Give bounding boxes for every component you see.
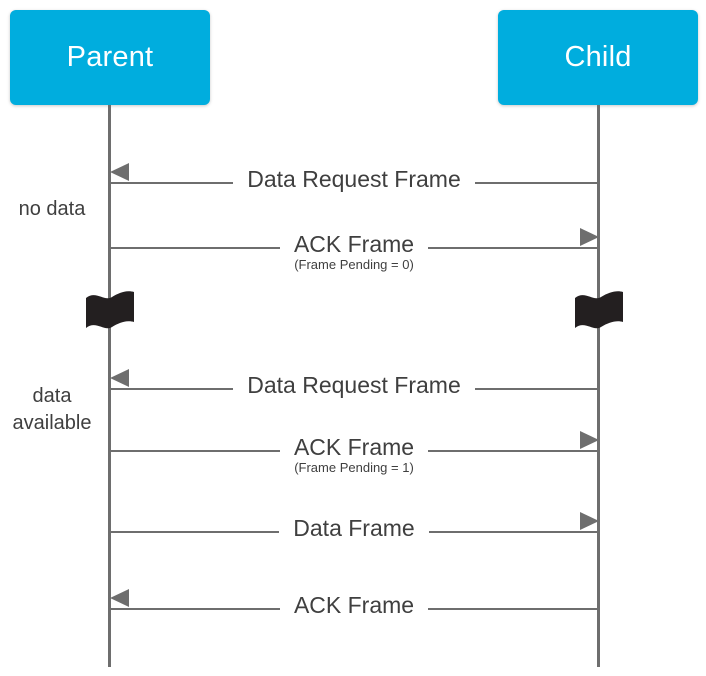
message-title: ACK Frame: [293, 434, 415, 460]
side-note-data-available: data available: [12, 385, 92, 434]
message-caption: ACK Frame (Frame Pending = 1): [280, 434, 428, 475]
message-line-right: [428, 530, 600, 533]
message-line-right: [428, 607, 601, 610]
lifeline-parent: [108, 105, 111, 667]
arrowhead-left-icon: [110, 163, 129, 181]
participant-label-parent: Parent: [66, 41, 154, 73]
participant-box-parent: Parent: [10, 10, 210, 105]
arrowhead-right-icon: [580, 431, 599, 449]
message-line-left: [108, 449, 280, 452]
message-line-left: [108, 607, 280, 610]
participant-label-child: Child: [564, 41, 632, 73]
message-line-right: [428, 449, 601, 452]
message-subtitle: (Frame Pending = 0): [294, 257, 414, 272]
flag-break-icon-parent: [84, 289, 136, 335]
message-caption: Data Request Frame: [233, 166, 474, 194]
message-caption: Data Request Frame: [233, 372, 474, 400]
arrowhead-right-icon: [580, 228, 599, 246]
message-title: Data Request Frame: [247, 166, 461, 192]
message-title: ACK Frame: [293, 592, 415, 618]
arrowhead-right-icon: [580, 512, 599, 530]
message-caption: Data Frame: [279, 515, 428, 543]
message-title: Data Frame: [293, 515, 415, 541]
participant-box-child: Child: [498, 10, 698, 105]
arrowhead-left-icon: [110, 369, 129, 387]
arrowhead-left-icon: [110, 589, 129, 607]
message-line-right: [474, 181, 601, 184]
message-caption: ACK Frame: [280, 592, 428, 620]
message-line-left: [108, 246, 280, 249]
message-line-left: [108, 181, 234, 184]
message-title: ACK Frame: [293, 231, 415, 257]
message-title: Data Request Frame: [247, 372, 461, 398]
side-note-no-data: no data: [18, 198, 86, 220]
message-subtitle: (Frame Pending = 1): [294, 460, 414, 475]
lifeline-child: [597, 105, 600, 667]
message-line-right: [428, 246, 601, 249]
message-line-left: [108, 530, 280, 533]
message-line-right: [474, 387, 601, 390]
message-caption: ACK Frame (Frame Pending = 0): [280, 231, 428, 272]
message-line-left: [108, 387, 234, 390]
flag-break-icon-child: [573, 289, 625, 335]
